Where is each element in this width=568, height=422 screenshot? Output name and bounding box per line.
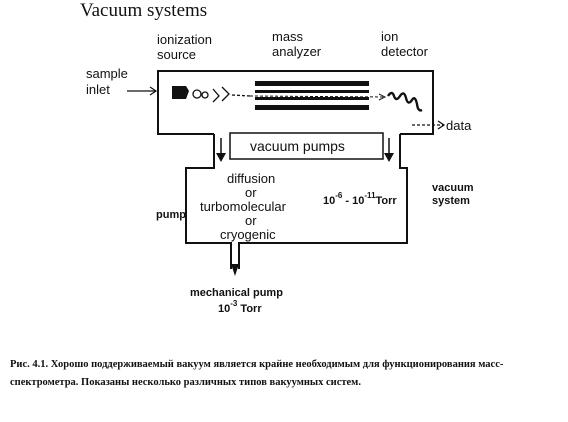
vacuum-system-label-line2: system bbox=[432, 195, 470, 207]
pump-label: pump bbox=[156, 209, 186, 221]
pump-type-3: turbomolecular bbox=[200, 199, 287, 214]
ion-detector-label-line1: ion bbox=[381, 29, 398, 44]
vacuum-pumps-box bbox=[229, 132, 384, 160]
ionization-source-label-line2: source bbox=[157, 47, 196, 62]
pump-type-1: diffusion bbox=[227, 171, 275, 186]
instrument-chamber-outline bbox=[157, 70, 434, 135]
mass-analyzer-label-line1: mass bbox=[272, 29, 304, 44]
sample-inlet-label-line1: sample bbox=[86, 66, 128, 81]
ion-beam-path bbox=[249, 93, 387, 101]
low-vacuum-range: 10-3 Torr bbox=[218, 299, 262, 315]
figure-caption-text: Хорошо поддерживаемый вакуум является кр… bbox=[10, 359, 504, 388]
vacuum-system-label-line1: vacuum bbox=[432, 182, 474, 194]
high-vacuum-range: 10-6 - 10-11Torr bbox=[323, 191, 397, 207]
vacuum-systems-diagram: Vacuum systems ionization source mass an… bbox=[80, 0, 474, 315]
ion-detector-label-line2: detector bbox=[381, 44, 429, 59]
ion-detector-coil bbox=[387, 91, 423, 112]
quadrupole-rods bbox=[255, 81, 369, 110]
diagram-title: Vacuum systems bbox=[80, 0, 207, 21]
ionization-source-label-line1: ionization bbox=[157, 32, 212, 47]
pump-type-5: cryogenic bbox=[220, 227, 276, 242]
vacuum-pumps-label: vacuum pumps bbox=[250, 138, 345, 154]
data-output-arrow bbox=[412, 120, 446, 130]
data-label: data bbox=[446, 118, 472, 133]
pumping-arrows bbox=[216, 138, 394, 162]
figure-caption-label: Рис. 4.1. bbox=[10, 359, 49, 370]
sample-inlet-arrow bbox=[127, 86, 158, 96]
pumping-chamber-outline bbox=[185, 134, 408, 269]
sample-inlet-label-line2: inlet bbox=[86, 82, 110, 97]
mechanical-pump-arrow bbox=[231, 264, 239, 276]
pump-type-2: or bbox=[245, 185, 257, 200]
figure-caption: Рис. 4.1. Хорошо поддерживаемый вакуум я… bbox=[10, 356, 558, 392]
pump-type-4: or bbox=[245, 213, 257, 228]
ion-source-block bbox=[172, 86, 189, 99]
mechanical-pump-label: mechanical pump bbox=[190, 287, 283, 299]
ion-source-electrodes bbox=[192, 86, 251, 103]
mass-analyzer-label-line2: analyzer bbox=[272, 44, 322, 59]
